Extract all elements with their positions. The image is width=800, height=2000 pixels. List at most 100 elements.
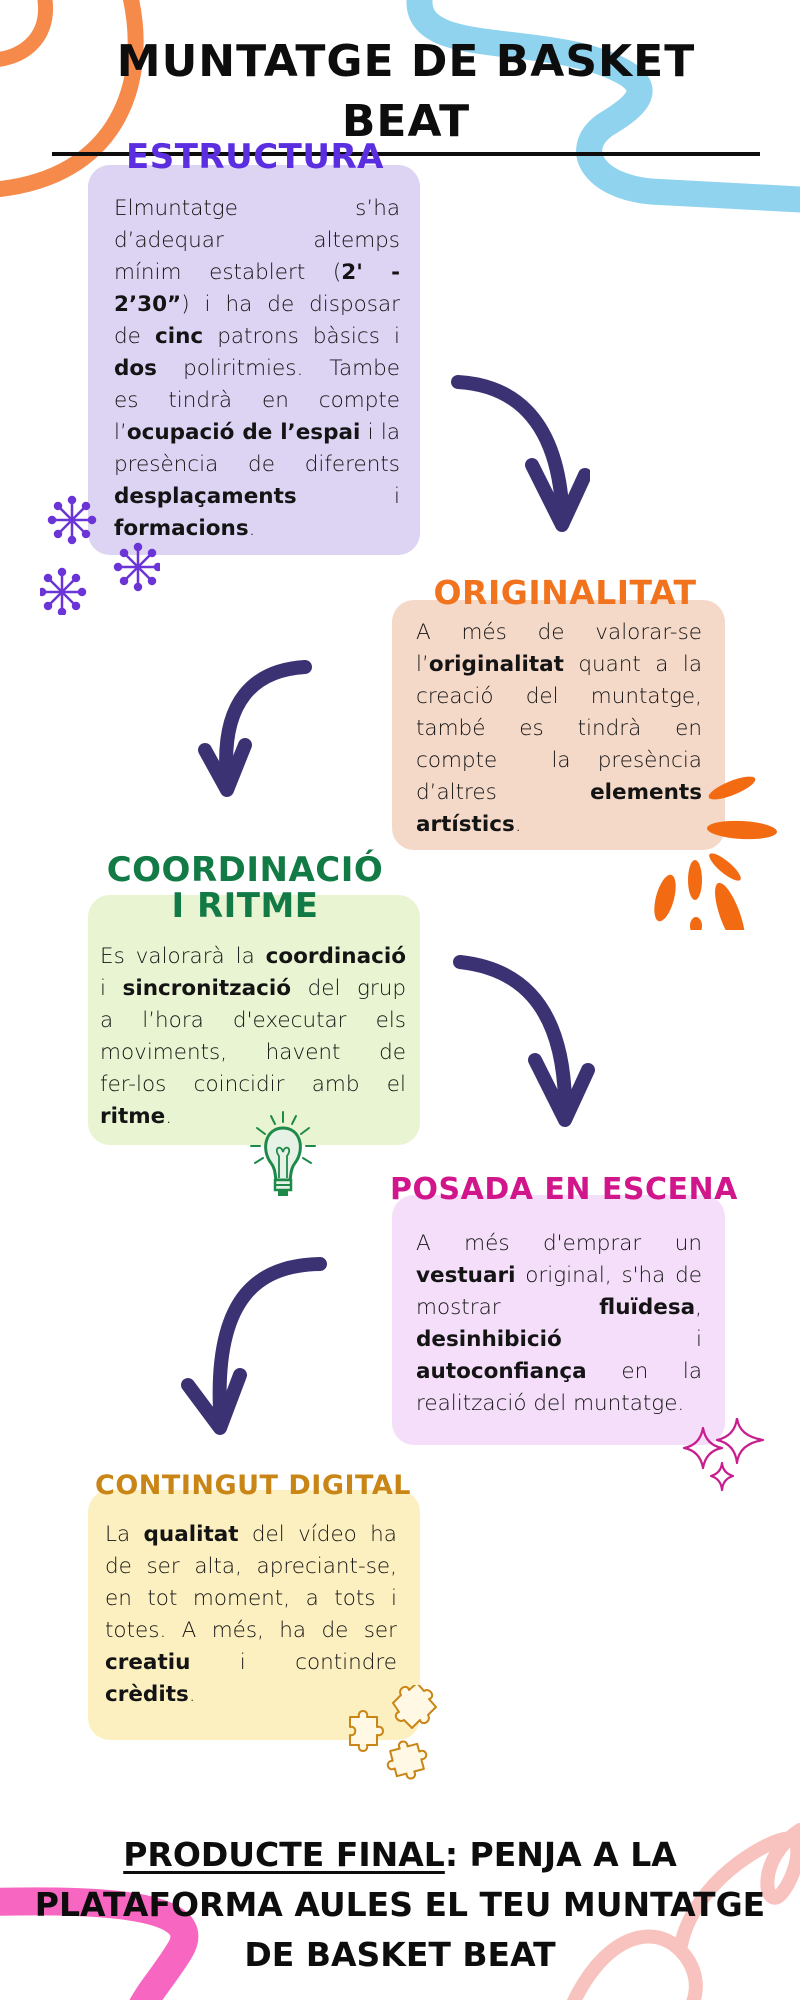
text-line: autoconfiança en la [416, 1356, 702, 1388]
text-line: creatiu i contindre [105, 1647, 397, 1679]
text-line: d’altres elements [416, 777, 702, 809]
bold-text: sincronització [122, 976, 291, 1001]
text-segment: , [695, 1295, 702, 1320]
text-segment: al [313, 228, 333, 253]
bold-text: qualitat [143, 1522, 239, 1547]
text-line: també es tindrà en [416, 713, 702, 745]
bold-text: fluïdesa [599, 1295, 696, 1320]
bold-text: coordinació [265, 944, 406, 969]
contingut-heading: CONTINGUT DIGITAL [95, 1470, 411, 1501]
text-line: dos poliritmies. Tambe [114, 353, 400, 385]
text-line: fer-los coincidir amb el [100, 1069, 406, 1101]
text-line: desplaçaments i [114, 481, 400, 513]
originalitat-card [392, 600, 725, 850]
bold-text: 2' - [341, 260, 400, 285]
coordinacio-heading-line1: COORDINACIÓ [106, 850, 384, 890]
text-line: realització del muntatge. [416, 1388, 702, 1420]
text-segment: ( [332, 260, 342, 285]
text-segment: del grup [291, 976, 406, 1001]
text-segment: presència de diferents [114, 452, 400, 477]
final-product-line3: DE BASKET BEAT [244, 1935, 556, 1974]
text-segment: establert [209, 260, 306, 285]
text-segment: i [561, 1327, 702, 1352]
text-line: en tot moment, a tots i [105, 1583, 397, 1615]
bold-text: formacions [114, 516, 249, 541]
text-line: artístics. [416, 809, 702, 841]
text-line: vestuari original, s'ha de [416, 1260, 702, 1292]
text-segment: muntatge [133, 196, 238, 221]
bold-text: ritme [100, 1104, 166, 1129]
text-segment: i [296, 484, 400, 509]
bold-text: ocupació de l’espai [126, 420, 361, 445]
text-segment: en la [586, 1359, 702, 1384]
bold-text: elements [590, 780, 702, 805]
text-segment: totes. A més, ha de ser [105, 1618, 397, 1643]
bold-text: artístics [416, 812, 515, 837]
text-segment: compte la presència [416, 748, 702, 773]
final-product-line2: PLATAFORMA AULES EL TEU MUNTATGE [34, 1885, 766, 1924]
posada-text: A més d'emprar un vestuari original, s'ha… [416, 1228, 702, 1420]
text-line: La qualitat del vídeo ha [105, 1519, 397, 1551]
text-segment: creació del muntatge, [416, 684, 702, 709]
coordinacio-heading: COORDINACIÓ I RITME [90, 852, 400, 924]
text-line: desinhibició i [416, 1324, 702, 1356]
bold-text: cinc [154, 324, 204, 349]
contingut-card [88, 1490, 420, 1740]
text-line: compte la presència [416, 745, 702, 777]
text-segment: i contindre [190, 1650, 397, 1675]
curved-arrow-down-right-icon [453, 955, 595, 1127]
text-line: A més de valorar-se [416, 617, 702, 649]
page-title: MUNTATGE DE BASKET BEAT [52, 32, 760, 156]
text-segment: realització del muntatge. [416, 1391, 685, 1416]
bold-text: desinhibició [416, 1327, 562, 1352]
text-segment: mínim [114, 260, 182, 285]
text-segment: . [514, 812, 522, 837]
text-segment: en tot moment, a tots i [105, 1586, 397, 1611]
curved-arrow-down-left-icon [198, 660, 312, 797]
text-segment: La [105, 1522, 144, 1547]
text-line: moviments, havent de [100, 1037, 406, 1069]
text-line: mostrar fluïdesa, [416, 1292, 702, 1324]
text-segment: moviments, havent de [100, 1040, 406, 1065]
text-segment: a l’hora d'executar els [100, 1008, 406, 1033]
posada-card [392, 1195, 725, 1445]
text-segment: A més d'emprar un [416, 1231, 702, 1256]
text-segment: quant a la [563, 652, 702, 677]
text-line: presència de diferents [114, 449, 400, 481]
text-segment: . [165, 1104, 173, 1129]
text-segment: patrons bàsics i [203, 324, 400, 349]
text-segment: Es valorarà la [100, 944, 266, 969]
final-product-label: PRODUCTE FINAL [123, 1835, 445, 1874]
text-line: ritme. [100, 1101, 406, 1133]
text-segment: poliritmies. Tambe [156, 356, 400, 381]
text-segment: d’altres [416, 780, 591, 805]
estructura-heading: ESTRUCTURA [126, 137, 384, 177]
text-line: de cinc patrons bàsics i [114, 321, 400, 353]
text-segment: . [188, 1682, 196, 1707]
text-line: creació del muntatge, [416, 681, 702, 713]
final-product-line1: PRODUCTE FINAL: PENJA A LA [0, 1830, 800, 1880]
estructura-card [88, 165, 420, 555]
text-line: formacions. [114, 513, 400, 545]
bold-text: 2’30” [114, 292, 182, 317]
text-segment: es tindrà en compte [114, 388, 400, 413]
text-segment: de [114, 324, 155, 349]
text-segment: fer-los coincidir amb el [100, 1072, 406, 1097]
posada-heading: POSADA EN ESCENA [390, 1172, 738, 1207]
coordinacio-heading-line2: I RITME [171, 886, 319, 926]
text-segment: temps [332, 228, 400, 253]
text-segment: del vídeo ha [238, 1522, 397, 1547]
text-line: totes. A més, ha de ser [105, 1615, 397, 1647]
curved-arrow-down-right-icon [451, 375, 590, 532]
coordinacio-card [88, 895, 420, 1145]
text-segment: mostrar [416, 1295, 600, 1320]
text-line: mínim establert (2' - [114, 257, 400, 289]
final-product-line1-rest: : PENJA A LA [444, 1835, 677, 1874]
text-line: Es valorarà la coordinació [100, 941, 406, 973]
text-segment: també es tindrà en [416, 716, 702, 741]
text-segment: El [114, 196, 134, 221]
